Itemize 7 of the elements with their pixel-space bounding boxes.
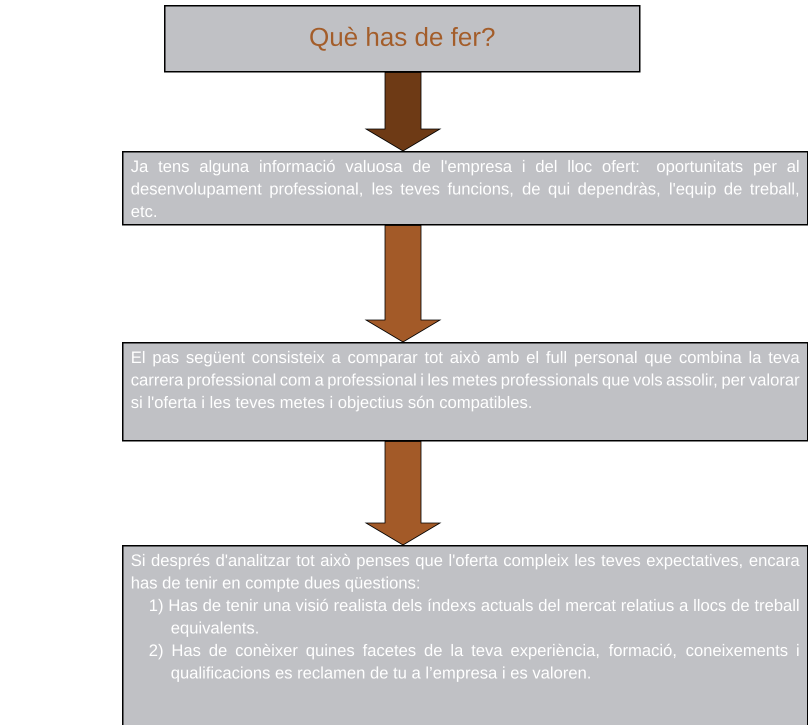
block-arrow — [364, 441, 442, 546]
block-arrow — [364, 72, 442, 152]
text-box: Ja tens alguna informació valuosa de l'empresa i del lloc ofert: oportunitats per al desenvolupament professional, les teves funcions, de qui dependràs, l'equip de treball, etc. — [122, 151, 808, 226]
title-box: Què has de fer? — [164, 5, 640, 72]
text-box: El pas següent consisteix a comparar tot això amb el full personal que combina la teva carrera professional com a professional i les metes professionals que vols assolir, per valorar si l'oferta i les teves metes i objectius són compatibles. — [122, 342, 808, 442]
text-box: Si després d'analitzar tot això penses que l'oferta compleix les teves expectatives, encara has de tenir en compte dues qüestions: 1) Has de tenir una visió realista dels índexs actuals del mercat relatius a llocs de treball equivalents. 2) Has de conèixer quines facetes de la teva experiència, formació, coneixements i qualificacions es reclamen de tu a l’empresa i es valoren. — [122, 544, 808, 725]
block-arrow — [364, 225, 442, 342]
